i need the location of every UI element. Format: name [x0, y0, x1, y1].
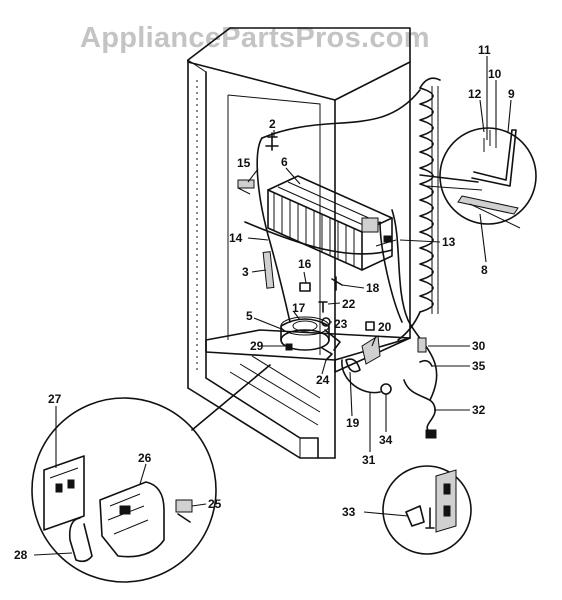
callout-19: 19 — [346, 416, 360, 430]
callout-14: 14 — [229, 231, 243, 245]
callout-16: 16 — [298, 257, 312, 271]
callout-25: 25 — [208, 497, 222, 511]
callout-27: 27 — [48, 392, 62, 406]
leader-lines — [33, 56, 512, 556]
callout-26: 26 — [138, 451, 152, 465]
evaporator — [267, 175, 397, 271]
watermark-text: AppliancePartsPros.com — [80, 22, 430, 54]
callout-18: 18 — [366, 281, 380, 295]
detail-bracket-circle — [439, 127, 537, 229]
callout-12: 12 — [468, 87, 482, 101]
callout-3: 3 — [242, 265, 249, 279]
callout-28: 28 — [14, 548, 28, 562]
callout-23: 23 — [334, 317, 348, 331]
callout-11: 11 — [478, 43, 491, 57]
callout-9: 9 — [508, 87, 515, 101]
callout-29: 29 — [250, 339, 264, 353]
callout-13: 13 — [442, 235, 456, 249]
callout-5: 5 — [246, 309, 253, 323]
compressor — [280, 316, 341, 351]
callout-15: 15 — [237, 156, 251, 170]
cabinet-outline — [187, 27, 411, 459]
callout-labels: 11 10 12 9 8 13 2 15 6 14 3 16 18 17 22 … — [14, 43, 515, 562]
callout-34: 34 — [379, 433, 393, 447]
callout-6: 6 — [281, 155, 288, 169]
callout-31: 31 — [362, 453, 376, 467]
callout-8: 8 — [481, 263, 488, 277]
callout-32: 32 — [472, 403, 486, 417]
callout-30: 30 — [472, 339, 486, 353]
detail-relay-circle — [31, 364, 271, 583]
refrigerant-tubing — [244, 89, 483, 401]
small-parts — [237, 132, 437, 439]
callout-10: 10 — [488, 67, 502, 81]
callout-20: 20 — [378, 320, 392, 334]
callout-24: 24 — [316, 373, 330, 387]
callout-35: 35 — [472, 359, 486, 373]
callout-22: 22 — [342, 297, 356, 311]
callout-2: 2 — [269, 117, 276, 131]
callout-33: 33 — [342, 505, 356, 519]
detail-cord-circle — [382, 465, 472, 555]
callout-17: 17 — [292, 301, 306, 315]
condenser-coil — [397, 77, 441, 341]
